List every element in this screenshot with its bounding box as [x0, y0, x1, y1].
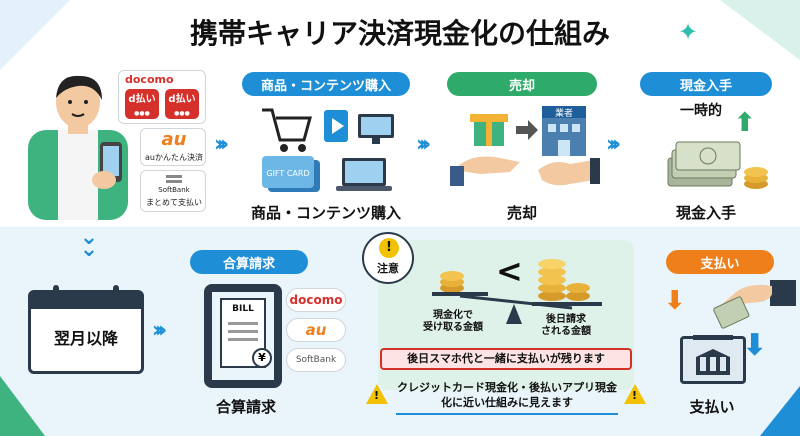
caution-label: 注意: [377, 262, 399, 275]
handshake-icon: [538, 158, 600, 186]
softbank-pay-label: まとめて支払い: [146, 198, 202, 207]
purchase-icons: GIFT CARD: [262, 108, 394, 192]
monitor-icon: [358, 114, 394, 144]
payment-pill: 支払い: [666, 250, 774, 274]
video-icon: [324, 110, 348, 142]
corner-decoration-left: [0, 0, 70, 70]
similarity-note-line-2: 化に近い仕組みに見えます: [441, 396, 573, 409]
similarity-note-line-1: クレジットカード現金化・後払いアプリ現金: [397, 381, 617, 394]
warning-triangle-right-mark: !: [632, 389, 638, 402]
received-amount-line-1: 現金化で: [433, 310, 473, 321]
similarity-note: クレジットカード現金化・後払いアプリ現金 化に近い仕組みに見えます: [392, 380, 622, 410]
payment-label: 支払い: [689, 398, 735, 416]
carrier-docomo-card: docomo d払い●●● d払い●●●: [118, 70, 206, 124]
sell-pill: 売却: [447, 72, 597, 96]
bill-text: BILL: [232, 304, 254, 314]
phone-bill-illustration: BILL ¥: [204, 284, 282, 388]
gift-card-icon: GIFT CARD: [262, 156, 320, 192]
warning-circle-icon: !: [379, 238, 399, 258]
softbank-name: SoftBank: [158, 186, 190, 194]
coin-stack-small-icon: [440, 271, 464, 293]
billed-amount-line-2: される金額: [541, 326, 591, 337]
corner-decoration-bottom-left: [0, 376, 45, 436]
au-pay-label: auかんたん決済: [145, 153, 203, 162]
cart-icon: [262, 108, 312, 152]
calendar-icon: 翌月以降: [28, 285, 144, 374]
bank-building-icon: [696, 349, 730, 375]
note-underline: [396, 413, 618, 415]
carrier-softbank-card: SoftBank まとめて支払い: [140, 170, 206, 212]
arrow-right-icon: [516, 120, 538, 140]
arrow-chevron-4: ›››: [152, 318, 167, 343]
arrow-chevron-1: ›››: [214, 132, 229, 157]
svg-text:業者: 業者: [555, 107, 573, 119]
user-with-phone-illustration: [28, 75, 128, 220]
corner-decoration-right: [720, 0, 800, 60]
coin-stack-large-icon: [538, 259, 590, 301]
yen-badge-icon: ¥: [252, 348, 272, 368]
down-arrow-blue-icon: ⬇: [742, 328, 768, 363]
d-pay-badge-1: d払い●●●: [125, 89, 159, 119]
arrow-chevron-2: ›››: [416, 132, 431, 157]
docomo-logo: docomo: [125, 73, 174, 86]
carrier-au-card: au auかんたん決済: [140, 128, 206, 166]
dealer-building-icon: 業者: [542, 106, 586, 156]
down-chevron-icon: ⌄⌄: [79, 225, 99, 262]
laptop-icon: [336, 158, 392, 191]
warning-triangle-left-mark: !: [374, 389, 380, 402]
warning-triangle-right-icon: [624, 384, 646, 404]
up-arrow-icon: ⬆: [734, 108, 756, 138]
softbank-logo-icon: [166, 175, 182, 178]
billing-label: 合算請求: [215, 398, 276, 416]
bank-box-icon: [680, 335, 746, 384]
corner-decoration-bottom-right: [760, 386, 800, 436]
balance-scale-illustration: [432, 259, 602, 324]
au-logo: au: [161, 129, 187, 150]
purchase-label: 商品・コンテンツ購入: [250, 204, 401, 222]
billing-docomo-card: docomo: [286, 288, 346, 312]
remaining-payment-banner: 後日スマホ代と一緒に支払いが残ります: [380, 348, 632, 370]
caution-bubble: ! 注意: [362, 232, 414, 284]
next-month-label: 翌月以降: [53, 329, 118, 348]
payment-hand-icon: [713, 280, 796, 329]
cash-stack-icon: [667, 141, 768, 189]
received-amount-line-2: 受け取る金額: [423, 322, 483, 333]
arrow-chevron-3: ›››: [606, 132, 621, 157]
gift-box-icon: [470, 114, 508, 146]
cash-pill: 現金入手: [640, 72, 772, 96]
purchase-pill: 商品・コンテンツ購入: [242, 72, 410, 96]
gift-card-text: GIFT CARD: [266, 169, 309, 178]
less-than-sign: <: [496, 252, 523, 290]
sell-label: 売却: [506, 204, 537, 222]
billed-amount-line-1: 後日請求: [546, 314, 586, 325]
temporary-label: 一時的: [680, 103, 722, 119]
page-title: 携帯キャリア決済現金化の仕組み: [189, 17, 610, 50]
billing-au-card: au: [286, 318, 346, 342]
warning-triangle-left-icon: [366, 384, 388, 404]
sparkle-icon: ✦: [678, 18, 699, 46]
cash-label: 現金入手: [675, 204, 736, 222]
d-pay-badge-2: d払い●●●: [165, 89, 199, 119]
billing-pill: 合算請求: [190, 250, 308, 274]
sell-illustration: 業者: [450, 106, 600, 186]
down-arrow-orange-icon: ⬇: [664, 286, 686, 316]
billing-softbank-card: SoftBank: [286, 348, 346, 372]
billed-amount-label: 後日請求 される金額: [528, 314, 604, 338]
received-amount-label: 現金化で 受け取る金額: [418, 310, 488, 334]
